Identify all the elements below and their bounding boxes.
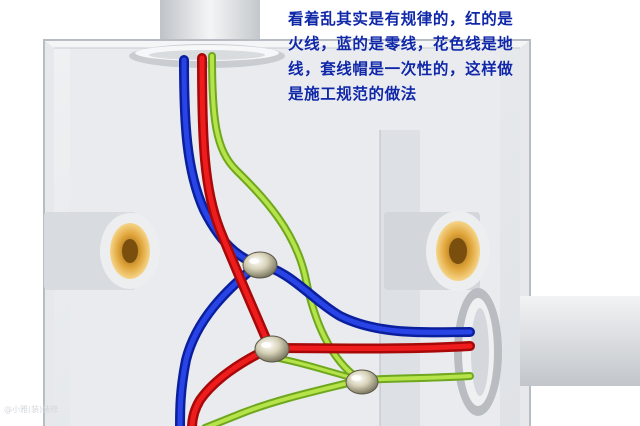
caption-line-2: 火线，蓝的是零线，花色线是地 [288, 35, 514, 53]
top-entry-hole [129, 44, 285, 68]
live-wire [187, 53, 475, 426]
left-screw-post [44, 212, 160, 290]
neutral-wire [175, 55, 475, 426]
earth-wire [201, 52, 474, 426]
top-conduit-pipe [160, 0, 260, 40]
watermark: @小雅(装)装修 [4, 405, 59, 414]
caption-line-1: 看着乱其实是有规律的，红的是 [288, 10, 514, 28]
caption-line-3: 线，套线帽是一次性的，这样做 [288, 60, 514, 78]
wire-cap-neutral [242, 251, 278, 279]
right-conduit-pipe [454, 288, 640, 416]
wire-cap-earth [345, 369, 379, 395]
right-screw-post [384, 211, 490, 291]
caption-text: 看着乱其实是有规律的，红的是 火线，蓝的是零线，花色线是地 线，套线帽是一次性的… [288, 7, 634, 107]
caption-line-4: 是施工规范的做法 [288, 85, 417, 103]
wire-cap-live [254, 335, 290, 363]
